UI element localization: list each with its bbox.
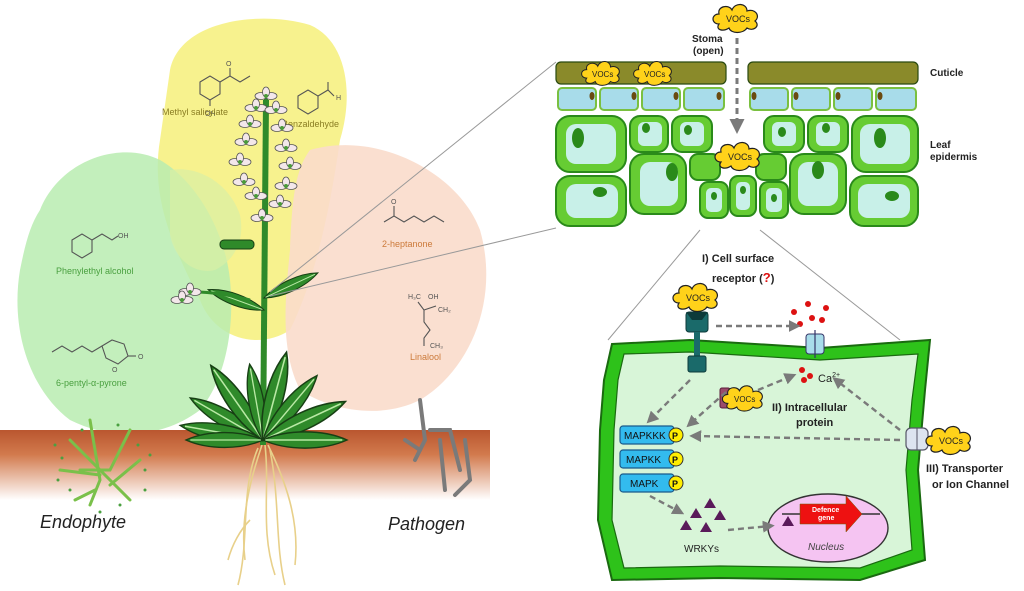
phenylethyl-alcohol-label: Phenylethyl alcohol	[56, 266, 134, 276]
chem-label-h3c: H₃C	[408, 294, 421, 301]
chem-label-o-3: O	[112, 367, 118, 374]
linalool-label: Linalool	[410, 352, 441, 362]
intracellular-label-2: protein	[796, 417, 834, 429]
defence-gene-label-2: gene	[818, 515, 834, 522]
plant-stem	[260, 99, 269, 446]
methyl-salicylate-structure	[199, 68, 251, 106]
chem-label-o-2: O	[391, 199, 397, 206]
heptanone-label: 2-heptanone	[382, 239, 433, 249]
benzaldehyde-label: Benzaldehyde	[282, 119, 339, 129]
cuticle-right	[747, 61, 919, 85]
chem-label-o-4: O	[138, 354, 144, 361]
mapkk-label: MAPKK	[626, 455, 661, 466]
signal-arrows	[646, 320, 901, 533]
roots	[227, 444, 297, 586]
stoma-label-2: (open)	[693, 46, 724, 57]
voc-label-intracellular: VOCs	[734, 395, 755, 404]
nucleus-wrky	[782, 516, 794, 526]
benzaldehyde-structure	[297, 82, 335, 115]
chem-label-h-1: H	[336, 95, 341, 102]
heptanone-structure	[383, 206, 445, 223]
leaf-epidermis-label-1: Leaf	[930, 140, 951, 151]
receptor-label-1: I) Cell surface	[702, 253, 774, 265]
voc-label-cuticle-2: VOCs	[644, 70, 665, 79]
chem-label-ch2: CH₂	[438, 307, 451, 314]
pathogen-label: Pathogen	[388, 514, 465, 534]
defence-gene-label-1: Defence	[812, 507, 839, 514]
mapk-label: MAPK	[630, 479, 659, 490]
phenylethyl-structure	[71, 233, 119, 259]
voc-label-receptor: VOCs	[686, 293, 711, 303]
voc-label-transporter: VOCs	[939, 436, 964, 446]
mapkk-box: MAPKK P	[619, 449, 684, 469]
leaf-epidermis-label-2: epidermis	[930, 152, 978, 163]
chem-label-oh-1: OH	[205, 111, 216, 118]
plant-panel: OH O Methyl salicylate H Benzaldehyde O …	[0, 18, 490, 586]
endophyte-spores	[53, 423, 152, 514]
wrkys-label: WRKYs	[684, 544, 719, 555]
mapkkk-box: MAPKKK P	[619, 425, 684, 445]
defence-gene-arrow	[799, 495, 863, 533]
receptor-base	[687, 355, 707, 373]
pentyl-pyrone-label: 6-pentyl-α-pyrone	[56, 378, 127, 388]
pathogen-hyphae	[403, 398, 473, 497]
peach-voc-zone	[285, 145, 487, 411]
cell-signaling-panel: I) Cell surface receptor (?) VOCs Ca2+ V…	[596, 253, 1009, 582]
mapkkk-phospho: P	[672, 431, 678, 441]
receptor-question-mark: ?	[763, 270, 771, 285]
zoom-lines	[269, 61, 901, 341]
mapk-box: MAPK P	[619, 473, 684, 493]
linalool-structure	[417, 301, 437, 346]
chem-label-ch3: CH₃	[430, 343, 443, 350]
chem-label-oh-2: OH	[118, 233, 129, 240]
transporter-label-2: or Ion Channel	[932, 479, 1009, 491]
mapk-phospho: P	[672, 479, 678, 489]
mapkk-phospho: P	[672, 455, 678, 465]
voc-label-top: VOCs	[726, 14, 751, 24]
calcium-ions-outside	[791, 301, 829, 327]
chem-label-o-1: O	[226, 61, 232, 68]
cuticle-label: Cuticle	[930, 68, 964, 79]
mapkkk-label: MAPKKK	[624, 431, 666, 442]
transporter-label-1: III) Transporter	[926, 463, 1004, 475]
wrky-triangles	[680, 498, 726, 532]
voc-label-stoma: VOCs	[728, 152, 753, 162]
receptor-label-2: receptor (?)	[712, 270, 775, 285]
methyl-salicylate-label: Methyl salicylate	[162, 107, 228, 117]
calcium-label: Ca2+	[818, 372, 840, 385]
voc-label-cuticle-1: VOCs	[592, 70, 613, 79]
nucleus-label: Nucleus	[808, 542, 844, 553]
calcium-ions-inside	[799, 367, 813, 383]
endophyte-hyphae	[58, 418, 142, 507]
endophyte-label: Endophyte	[40, 512, 126, 532]
upper-epidermal-cells	[557, 87, 917, 111]
leaf-epidermis-panel: VOCs VOCs VOCs VOCs Stoma (open) Cuticle…	[555, 3, 978, 227]
intracellular-label-1: II) Intracellular	[772, 402, 848, 414]
stoma-label-1: Stoma	[692, 34, 723, 45]
chem-label-oh-3: OH	[428, 294, 439, 301]
pentyl-pyrone-structure	[51, 339, 136, 365]
